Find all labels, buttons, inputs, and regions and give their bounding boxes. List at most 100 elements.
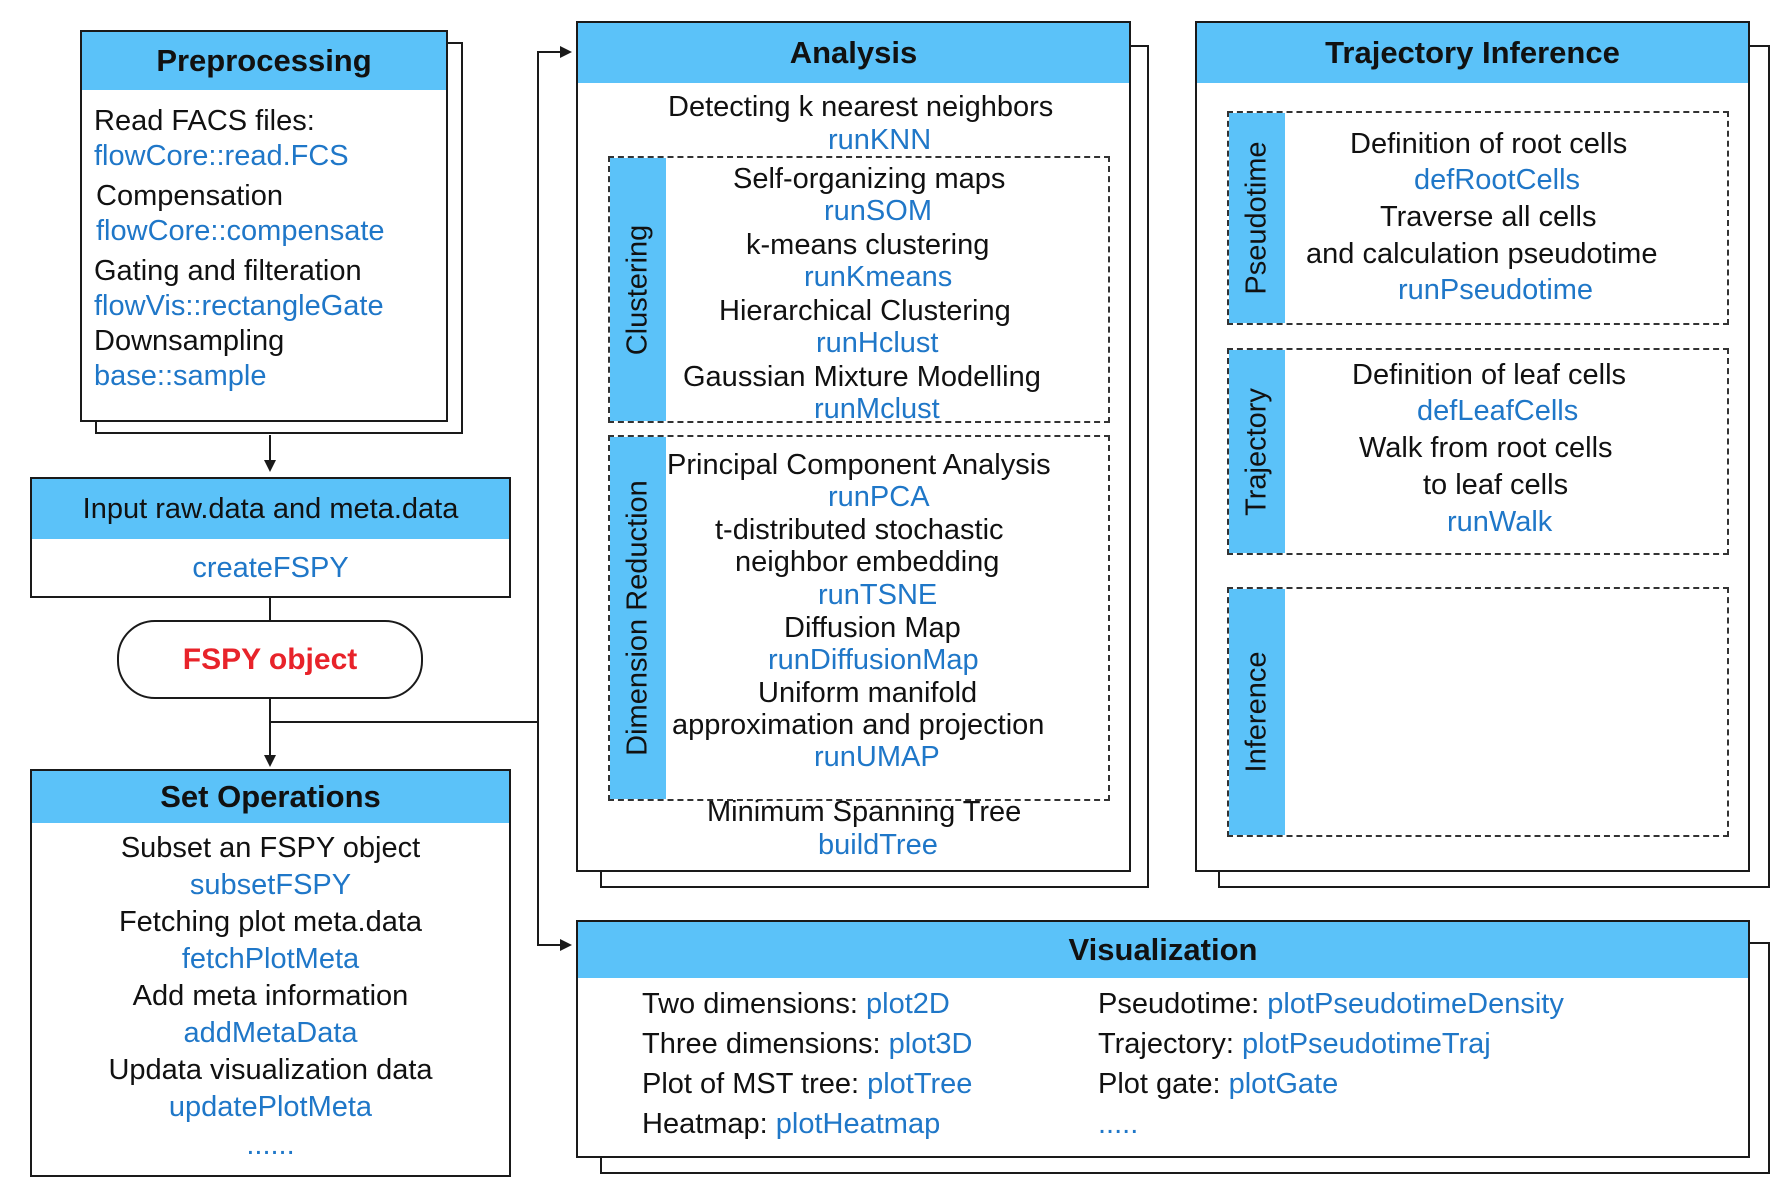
preprocess-step: Gating and filteration	[94, 255, 362, 287]
clustering-item: Hierarchical Clustering	[719, 295, 1011, 327]
trajectory-text: Definition of leaf cells	[1352, 359, 1627, 391]
analysis-title: Analysis	[578, 23, 1129, 83]
trajectory-sidebar: Trajectory	[1229, 350, 1285, 553]
preprocess-func: base::sample	[94, 360, 267, 392]
vis-func: plot3D	[888, 1028, 973, 1060]
preprocess-step: Read FACS files:	[94, 105, 315, 137]
mst-text: Minimum Spanning Tree	[707, 796, 1022, 828]
dimred-func: runDiffusionMap	[768, 644, 979, 676]
vis-label: Plot gate:	[1098, 1068, 1229, 1100]
vis-right-row: Trajectory: plotPseudotimeTraj	[1098, 1030, 1491, 1059]
trajectory-text: to leaf cells	[1423, 469, 1569, 501]
input-title: Input raw.data and meta.data	[32, 479, 509, 539]
setop-func: addMetaData	[183, 1017, 358, 1049]
trajectory-func: defLeafCells	[1417, 395, 1579, 427]
inference-label: Inference	[1240, 651, 1273, 773]
clustering-func: runKmeans	[804, 261, 953, 293]
pseudotime-func: defRootCells	[1414, 164, 1581, 196]
vis-func: plot2D	[866, 988, 950, 1020]
pseudotime-panel: Pseudotime	[1227, 111, 1729, 325]
pseudotime-text: Definition of root cells	[1350, 128, 1628, 160]
dimred-item: neighbor embedding	[735, 546, 1000, 578]
clustering-panel: Clustering	[608, 156, 1110, 423]
preprocess-func: flowVis::rectangleGate	[94, 290, 384, 322]
vis-func: plotHeatmap	[775, 1108, 941, 1140]
preprocess-func: flowCore::read.FCS	[94, 140, 349, 172]
preprocessing-box: Preprocessing Read FACS files: flowCore:…	[80, 30, 448, 422]
pseudotime-func: runPseudotime	[1398, 274, 1594, 306]
dimred-item: approximation and projection	[672, 709, 1045, 741]
dimred-item: t-distributed stochastic	[715, 514, 1004, 546]
vis-right-row: Pseudotime: plotPseudotimeDensity	[1098, 990, 1564, 1019]
vis-label: Two dimensions:	[642, 988, 867, 1020]
vis-label: Heatmap:	[642, 1108, 776, 1140]
dimred-item: Diffusion Map	[784, 612, 961, 644]
input-box: Input raw.data and meta.data createFSPY	[30, 477, 511, 598]
trajectory-box: Trajectory Inference Pseudotime Definiti…	[1195, 21, 1750, 872]
setop-func: fetchPlotMeta	[181, 943, 360, 975]
trajectory-title: Trajectory Inference	[1197, 23, 1748, 83]
dimred-sidebar: Dimension Reduction	[610, 437, 666, 799]
mst-func: buildTree	[818, 829, 938, 861]
inference-sidebar: Inference	[1229, 589, 1285, 835]
vis-label: Three dimensions:	[642, 1028, 889, 1060]
vis-func: plotTree	[867, 1068, 973, 1100]
clustering-label: Clustering	[621, 224, 654, 355]
vis-func: plotPseudotimeTraj	[1241, 1028, 1491, 1060]
clustering-item: k-means clustering	[746, 229, 990, 261]
trajectory-func: runWalk	[1447, 506, 1553, 538]
dimred-func: runUMAP	[814, 741, 940, 773]
setop-item: Subset an FSPY object	[120, 832, 421, 864]
setop-more: ......	[246, 1129, 295, 1161]
vis-left-row: Two dimensions: plot2D	[642, 990, 950, 1019]
dimred-func: runPCA	[828, 481, 930, 513]
setop-item: Fetching plot meta.data	[118, 906, 423, 938]
vis-label: Trajectory:	[1098, 1028, 1242, 1060]
fspy-object: FSPY object	[117, 620, 423, 699]
vis-label: Plot of MST tree:	[642, 1068, 868, 1100]
vis-left-row: Heatmap: plotHeatmap	[642, 1110, 940, 1139]
dimred-label: Dimension Reduction	[621, 480, 654, 756]
dimred-item: Principal Component Analysis	[667, 449, 1051, 481]
setop-func: updatePlotMeta	[168, 1091, 373, 1123]
knn-func: runKNN	[828, 124, 932, 156]
setop-item: Updata visualization data	[108, 1054, 433, 1086]
clustering-func: runSOM	[824, 195, 932, 227]
inference-panel: Inference	[1227, 587, 1729, 837]
set-operations-title: Set Operations	[32, 771, 509, 823]
preprocess-func: flowCore::compensate	[96, 215, 385, 247]
preprocess-step: Compensation	[96, 180, 283, 212]
vis-func: plotGate	[1228, 1068, 1339, 1100]
clustering-func: runHclust	[816, 327, 939, 359]
arrow-to-analysis	[537, 46, 572, 722]
trajectory-panel: Trajectory	[1227, 348, 1729, 555]
preprocess-step: Downsampling	[94, 325, 285, 357]
dimension-reduction-panel: Dimension Reduction	[608, 435, 1110, 801]
pseudotime-sidebar: Pseudotime	[1229, 113, 1285, 323]
trajectory-text: Walk from root cells	[1359, 432, 1613, 464]
clustering-sidebar: Clustering	[610, 158, 666, 421]
arrow-to-visualization	[537, 722, 572, 951]
vis-right-row: Plot gate: plotGate	[1098, 1070, 1338, 1099]
visualization-box: Visualization Two dimensions: plot2D Thr…	[576, 920, 1750, 1158]
trajectory-label: Trajectory	[1240, 387, 1273, 516]
pseudotime-text: Traverse all cells	[1380, 201, 1597, 233]
vis-left-row: Plot of MST tree: plotTree	[642, 1070, 972, 1099]
clustering-func: runMclust	[814, 393, 940, 425]
dimred-func: runTSNE	[818, 579, 938, 611]
set-operations-box: Set Operations Subset an FSPY object sub…	[30, 769, 511, 1177]
setop-func: subsetFSPY	[189, 869, 352, 901]
knn-text: Detecting k nearest neighbors	[668, 91, 1054, 123]
analysis-box: Analysis Detecting k nearest neighbors r…	[576, 21, 1131, 872]
pseudotime-text: and calculation pseudotime	[1306, 238, 1658, 270]
setop-item: Add meta information	[132, 980, 409, 1012]
vis-left-row: Three dimensions: plot3D	[642, 1030, 972, 1059]
dimred-item: Uniform manifold	[758, 677, 978, 709]
visualization-title: Visualization	[578, 922, 1748, 978]
clustering-item: Self-organizing maps	[733, 163, 1006, 195]
clustering-item: Gaussian Mixture Modelling	[683, 361, 1041, 393]
vis-label: Pseudotime:	[1098, 988, 1268, 1020]
vis-func: plotPseudotimeDensity	[1267, 988, 1564, 1020]
input-func: createFSPY	[192, 552, 349, 584]
